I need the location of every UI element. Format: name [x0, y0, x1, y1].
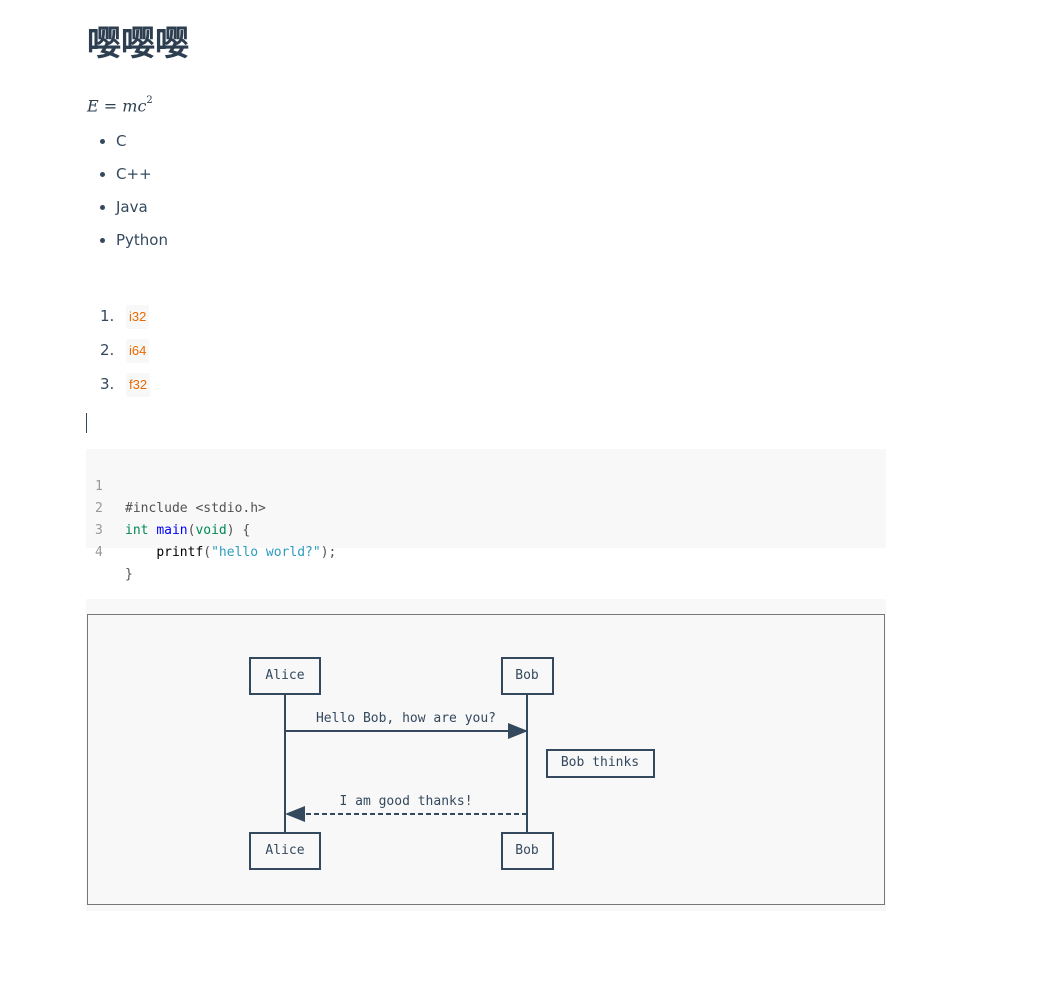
inline-code: i64	[126, 339, 150, 363]
participant-bob-top: Bob	[501, 657, 554, 695]
list-item-label: C++	[116, 165, 152, 183]
code-punct: ) {	[226, 523, 251, 538]
bullet-list: C C++ Java Python	[87, 131, 168, 263]
list-item-label: C	[116, 132, 127, 150]
inline-code: f32	[126, 373, 151, 397]
list-item: Java	[87, 197, 168, 230]
sequence-diagram: Alice Bob Hello Bob, how are you? Bob th…	[249, 657, 655, 870]
note-label: Bob thinks	[561, 755, 639, 770]
line-number: 2	[95, 501, 103, 516]
code-function: main	[156, 523, 188, 538]
participant-label: Bob	[515, 668, 539, 683]
participant-label: Alice	[265, 843, 304, 858]
participant-label: Alice	[265, 668, 304, 683]
math-formula: E = mc2	[87, 93, 153, 116]
code-string: "hello world?"	[211, 545, 321, 560]
bullet-icon	[100, 205, 105, 210]
inline-code: i32	[126, 305, 150, 329]
math-lhs: E	[87, 96, 99, 116]
list-number: 3.	[100, 375, 115, 393]
message-label: Hello Bob, how are you?	[316, 711, 496, 726]
list-item-label: Python	[116, 231, 168, 249]
message-label: I am good thanks!	[339, 794, 472, 809]
math-equals: =	[103, 96, 118, 116]
sequence-diagram-frame	[87, 614, 885, 905]
code-keyword: void	[195, 523, 227, 538]
sequence-diagram-container: Alice Bob Hello Bob, how are you? Bob th…	[86, 599, 886, 911]
participant-alice-bottom: Alice	[249, 832, 321, 870]
code-text: int main(void) {	[125, 520, 250, 542]
text-cursor[interactable]	[86, 413, 87, 433]
code-punct: );	[320, 545, 337, 560]
code-line: 2 int main(void) {	[86, 476, 250, 538]
bullet-icon	[100, 238, 105, 243]
code-text: printf("hello world?");	[125, 542, 336, 564]
code-block[interactable]: 1 #include <stdio.h> 2 int main(void) { …	[86, 449, 886, 582]
list-number: 2.	[100, 341, 115, 359]
list-item: C++	[87, 164, 168, 197]
code-line: 3 printf("hello world?");	[86, 498, 336, 560]
participant-label: Bob	[515, 843, 539, 858]
list-item: C	[87, 131, 168, 164]
participant-alice-top: Alice	[249, 657, 321, 695]
math-exponent: 2	[146, 95, 153, 106]
note-bob-thinks: Bob thinks	[546, 749, 655, 778]
code-text: }	[125, 567, 133, 582]
list-number: 1.	[100, 307, 115, 325]
page-title: 嘤嘤嘤	[87, 24, 189, 64]
code-function-call: printf	[156, 545, 204, 560]
code-line: 1 #include <stdio.h>	[86, 454, 266, 516]
list-item-label: Java	[116, 198, 148, 216]
bullet-icon	[100, 139, 105, 144]
list-item: Python	[87, 230, 168, 263]
bullet-icon	[100, 172, 105, 177]
code-punct: (	[187, 523, 196, 538]
code-line: 4 }	[86, 520, 133, 582]
code-punct: (	[203, 545, 212, 560]
math-rhs: mc	[122, 96, 147, 116]
code-keyword: int	[125, 523, 149, 538]
participant-bob-bottom: Bob	[501, 832, 554, 870]
code-text: #include <stdio.h>	[125, 501, 266, 516]
line-number: 4	[95, 545, 103, 560]
line-number: 3	[95, 523, 103, 538]
line-number: 1	[95, 479, 103, 494]
